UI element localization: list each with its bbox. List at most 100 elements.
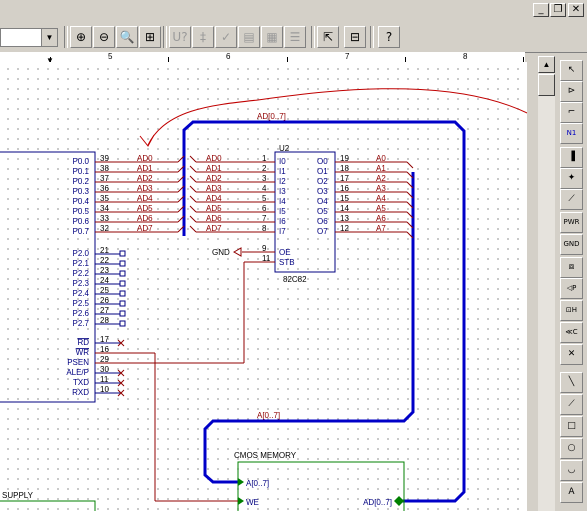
- drc-check-icon[interactable]: ✓: [215, 26, 237, 48]
- mcu-pin-name: P2.5: [73, 299, 90, 308]
- net-label: A0: [376, 154, 386, 163]
- mcu-pin-name: P0.1: [73, 167, 90, 176]
- text-icon[interactable]: A: [560, 482, 583, 503]
- sheet-entry-icon[interactable]: ⊡H: [560, 300, 583, 321]
- help-icon[interactable]: ?: [378, 26, 400, 48]
- ground-icon[interactable]: GND: [560, 234, 583, 255]
- net-label: AD1: [206, 164, 222, 173]
- annotation-arrowhead: [139, 134, 155, 147]
- select-arrow-icon[interactable]: ↖: [560, 60, 583, 81]
- rectangle-icon[interactable]: □: [560, 416, 583, 437]
- wire-icon[interactable]: ⌐: [560, 102, 583, 123]
- part-combo-box[interactable]: ▼: [0, 28, 58, 47]
- zoom-out-icon[interactable]: ⊖: [93, 26, 115, 48]
- mcu-pin-name: P2.1: [73, 259, 90, 268]
- bus-icon[interactable]: ▐: [560, 147, 583, 168]
- mcu-pin-number: 11: [100, 375, 109, 384]
- bom-icon[interactable]: ▤: [238, 26, 260, 48]
- close-button[interactable]: ✕: [568, 3, 584, 17]
- latch-pin-number: 8: [262, 224, 267, 233]
- latch-pin-number: 7: [262, 214, 267, 223]
- ruler-tick-mark: [287, 57, 288, 62]
- hierarchy-icon[interactable]: ⊟: [344, 26, 366, 48]
- net-label: AD0: [137, 154, 153, 163]
- mcu-pin-name: PSEN: [67, 358, 89, 367]
- bus-entry: [177, 195, 185, 203]
- mcu-body: [0, 151, 96, 403]
- net-label-icon[interactable]: N1: [560, 123, 583, 144]
- no-connect-arrow-icon[interactable]: ≪C: [560, 322, 583, 343]
- net-label: A3: [376, 184, 386, 193]
- restore-button[interactable]: ❐: [550, 3, 566, 17]
- mcu-pin-number: 28: [100, 316, 109, 325]
- ellipse-icon[interactable]: ○: [560, 438, 583, 459]
- mcu-pin-name: P0.7: [73, 227, 90, 236]
- latch-pin-name: I5: [279, 207, 286, 216]
- toolbar-separator: [163, 26, 167, 48]
- net-label: AD1: [137, 164, 153, 173]
- mcu-pin-number: 34: [100, 204, 109, 213]
- unknown-part-icon[interactable]: U?: [169, 26, 191, 48]
- zoom-in-icon[interactable]: ⊕: [70, 26, 92, 48]
- bus-entry: [177, 155, 185, 163]
- latch-pin-number: 2: [262, 164, 267, 173]
- mcu-pin-name: WR: [76, 348, 90, 357]
- power-icon[interactable]: PWR: [560, 212, 583, 233]
- annotate-icon[interactable]: ‡: [192, 26, 214, 48]
- memory-port-label: WE: [246, 498, 259, 507]
- latch-pin-number: 15: [340, 194, 349, 203]
- ruler-tick-label: 5: [108, 52, 113, 61]
- ruler-tick-mark: [405, 57, 406, 62]
- polyline-icon[interactable]: ⟋: [560, 394, 583, 415]
- latch-pin-number: 3: [262, 174, 267, 183]
- latch-pin-name: O1: [317, 167, 328, 176]
- latch-pin-name: O5: [317, 207, 328, 216]
- no-connect-marker: [119, 260, 126, 267]
- sheet-icon[interactable]: ⧈: [560, 257, 583, 278]
- net-label: AD2: [137, 174, 153, 183]
- net-label: AD6: [206, 214, 222, 223]
- minimize-button[interactable]: _: [533, 3, 549, 17]
- net-label: AD4: [137, 194, 153, 203]
- chevron-down-icon[interactable]: ▼: [41, 29, 57, 46]
- bus-entry: [177, 205, 185, 213]
- no-connect-x: [117, 379, 125, 387]
- bus-entry: [189, 165, 197, 173]
- latch-pin-name: O6: [317, 217, 328, 226]
- supply-title: SUPPLY: [2, 491, 34, 500]
- latch-pin-name: O0: [317, 157, 328, 166]
- mcu-pin-number: 32: [100, 224, 109, 233]
- memory-port-arrow: [238, 478, 244, 486]
- ruler-tick-label: 7: [345, 52, 350, 61]
- mcu-pin-number: 17: [100, 335, 109, 344]
- report-icon[interactable]: ☰: [284, 26, 306, 48]
- zoom-all-icon[interactable]: ⊞: [139, 26, 161, 48]
- line-icon[interactable]: ╲: [560, 372, 583, 393]
- junction-icon[interactable]: ✦: [560, 168, 583, 189]
- arc-icon[interactable]: ◡: [560, 460, 583, 481]
- latch-pin-number: 19: [340, 154, 349, 163]
- toolbar-separator: [370, 26, 374, 48]
- latch-pin-name: STB: [279, 258, 295, 267]
- ruler-cursor-marker: ▼: [46, 56, 54, 65]
- mcu-pin-number: 33: [100, 214, 109, 223]
- no-connect-icon[interactable]: ✕: [560, 344, 583, 365]
- mcu-pin-number: 39: [100, 154, 109, 163]
- latch-pin-number: 6: [262, 204, 267, 213]
- ruler-tick-label: 6: [226, 52, 231, 61]
- net-label: AD4: [206, 194, 222, 203]
- scroll-up-button[interactable]: ▲: [538, 56, 555, 73]
- bus-entry-icon[interactable]: ⟋: [560, 189, 583, 210]
- vertical-scrollbar[interactable]: ▲: [538, 56, 555, 511]
- offpage-connector-icon[interactable]: ◁P: [560, 278, 583, 299]
- netlist-icon[interactable]: ▦: [261, 26, 283, 48]
- latch-pin-number: 1: [262, 154, 267, 163]
- latch-pin-number: 9: [262, 244, 267, 253]
- scroll-thumb[interactable]: [538, 74, 555, 96]
- memory-port-arrow: [238, 497, 244, 505]
- select-icon[interactable]: ⇱: [317, 26, 339, 48]
- zoom-area-icon[interactable]: 🔍: [116, 26, 138, 48]
- port-icon[interactable]: ⊳: [560, 81, 583, 102]
- ground-label: GND: [212, 248, 230, 257]
